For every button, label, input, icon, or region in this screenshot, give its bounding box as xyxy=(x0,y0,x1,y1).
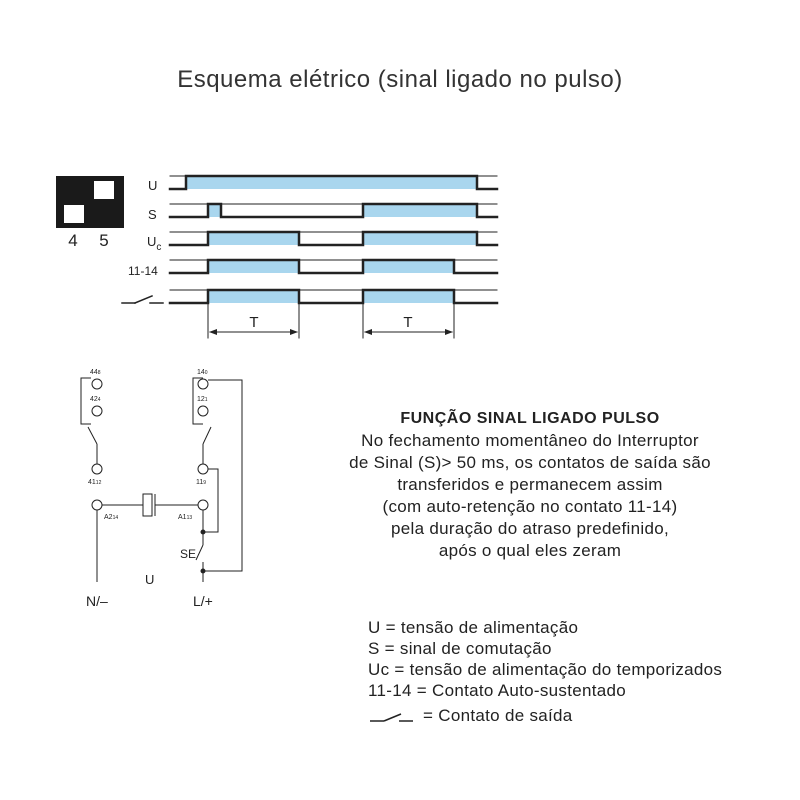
period-marker-2: T xyxy=(362,302,455,339)
svg-text:424: 424 xyxy=(90,396,101,403)
pulse-11-14-2 xyxy=(363,260,454,273)
waveform-s xyxy=(168,202,499,219)
label-44-sub: 8 xyxy=(98,370,101,376)
terminal-11 xyxy=(197,463,209,475)
left-contact-frame xyxy=(80,377,91,425)
legend-item: U = tensão de alimentação xyxy=(368,618,579,637)
label-41-sub: 12 xyxy=(96,480,102,486)
terminal-12 xyxy=(197,405,209,417)
label-a1-sub: 13 xyxy=(187,515,193,521)
label-a1: A1 xyxy=(178,514,187,521)
legend-output-label: = Contato de saída xyxy=(423,706,573,725)
pulse-s-1 xyxy=(208,204,221,217)
right-contact-blade xyxy=(202,426,212,445)
description-line: após o qual eles zeram xyxy=(438,541,622,560)
svg-text:A214: A214 xyxy=(104,514,118,521)
label-42: 42 xyxy=(90,396,98,403)
description-line: No fechamento momentâneo do Interruptor xyxy=(361,431,699,450)
dip-selector: 4 5 xyxy=(56,176,124,250)
label-se: SE xyxy=(180,547,196,561)
description-line: (com auto-retenção no contato 11-14) xyxy=(382,497,678,516)
label-41: 41 xyxy=(88,479,96,486)
waveform-output xyxy=(168,288,499,305)
pulse-output-1 xyxy=(208,290,299,303)
legend-item-output: = Contato de saída xyxy=(368,705,722,726)
wiring-diagram xyxy=(80,377,243,582)
period-label-2: T xyxy=(403,314,412,331)
terminal-44 xyxy=(91,378,103,390)
switch-5-position xyxy=(94,181,114,199)
timing-label-s: S xyxy=(148,207,157,222)
legend-item: Uc = tensão de alimentação do temporizad… xyxy=(368,660,723,679)
function-heading: FUNÇÃO SINAL LIGADO PULSO xyxy=(400,410,660,427)
svg-text:A113: A113 xyxy=(178,514,192,521)
svg-text:121: 121 xyxy=(197,396,208,403)
switch-4-position xyxy=(64,205,84,223)
label-14: 14 xyxy=(197,369,205,376)
description-line: pela duração do atraso predefinido, xyxy=(391,519,669,538)
output-contact-symbol xyxy=(121,295,164,304)
wire-14-to-supply xyxy=(203,379,243,572)
wiring-labels: 448 424 4112 140 121 119 A214 A113 SE U … xyxy=(86,369,213,609)
svg-text:4112: 4112 xyxy=(88,479,102,486)
se-switch-blade xyxy=(195,544,204,561)
description-line: transferidos e permanecem assim xyxy=(397,475,663,494)
terminal-42 xyxy=(91,405,103,417)
svg-text:140: 140 xyxy=(197,369,208,376)
label-neutral: N/– xyxy=(86,593,108,609)
pulse-uc-2 xyxy=(363,232,477,245)
terminal-a2 xyxy=(91,499,103,511)
legend: U = tensão de alimentação S = sinal de c… xyxy=(368,617,722,726)
timing-label-u: U xyxy=(148,178,157,193)
svg-text:119: 119 xyxy=(196,479,206,486)
timing-label-uc: Uc xyxy=(147,234,161,253)
pulse-uc-1 xyxy=(208,232,299,245)
waveform-11-14 xyxy=(168,258,499,275)
pulse-output-2 xyxy=(363,290,454,303)
pulse-u xyxy=(186,176,477,189)
terminal-a1 xyxy=(197,499,209,511)
timing-diagram: U S Uc 11-14 xyxy=(121,174,499,339)
period-marker-1: T xyxy=(207,302,300,339)
label-a2: A2 xyxy=(104,514,113,521)
label-a2-sub: 14 xyxy=(113,515,119,521)
legend-item: 11-14 = Contato Auto-sustentado xyxy=(368,681,627,700)
pulse-11-14-1 xyxy=(208,260,299,273)
label-14-sub: 0 xyxy=(205,370,208,376)
right-contact-frame xyxy=(192,377,203,425)
waveform-uc xyxy=(168,230,499,247)
legend-item: S = sinal de comutação xyxy=(368,639,552,658)
terminal-41 xyxy=(91,463,103,475)
label-44: 44 xyxy=(90,369,98,376)
waveform-u xyxy=(168,174,499,191)
wire-11-self-hold xyxy=(203,468,219,533)
selector-label-4: 4 xyxy=(68,231,77,250)
timing-label-11-14: 11-14 xyxy=(128,264,158,278)
label-42-sub: 4 xyxy=(98,397,101,403)
left-contact-blade xyxy=(87,426,98,445)
page-title: Esquema elétrico (sinal ligado no pulso) xyxy=(177,66,623,93)
label-12: 12 xyxy=(197,396,205,403)
selector-label-5: 5 xyxy=(99,231,108,250)
label-11-sub: 9 xyxy=(203,480,206,486)
pulse-s-2 xyxy=(363,204,477,217)
label-line: L/+ xyxy=(193,593,213,609)
output-contact-icon xyxy=(370,712,413,722)
function-description: FUNÇÃO SINAL LIGADO PULSO No fechamento … xyxy=(300,408,760,562)
label-u: U xyxy=(145,572,154,587)
terminal-14 xyxy=(197,378,209,390)
label-11: 11 xyxy=(196,479,203,486)
label-12-sub: 1 xyxy=(205,397,208,403)
description-line: de Sinal (S)> 50 ms, os contatos de saíd… xyxy=(349,453,711,472)
period-label-1: T xyxy=(249,314,258,331)
svg-text:448: 448 xyxy=(90,369,101,376)
junction-bottom xyxy=(200,568,206,574)
